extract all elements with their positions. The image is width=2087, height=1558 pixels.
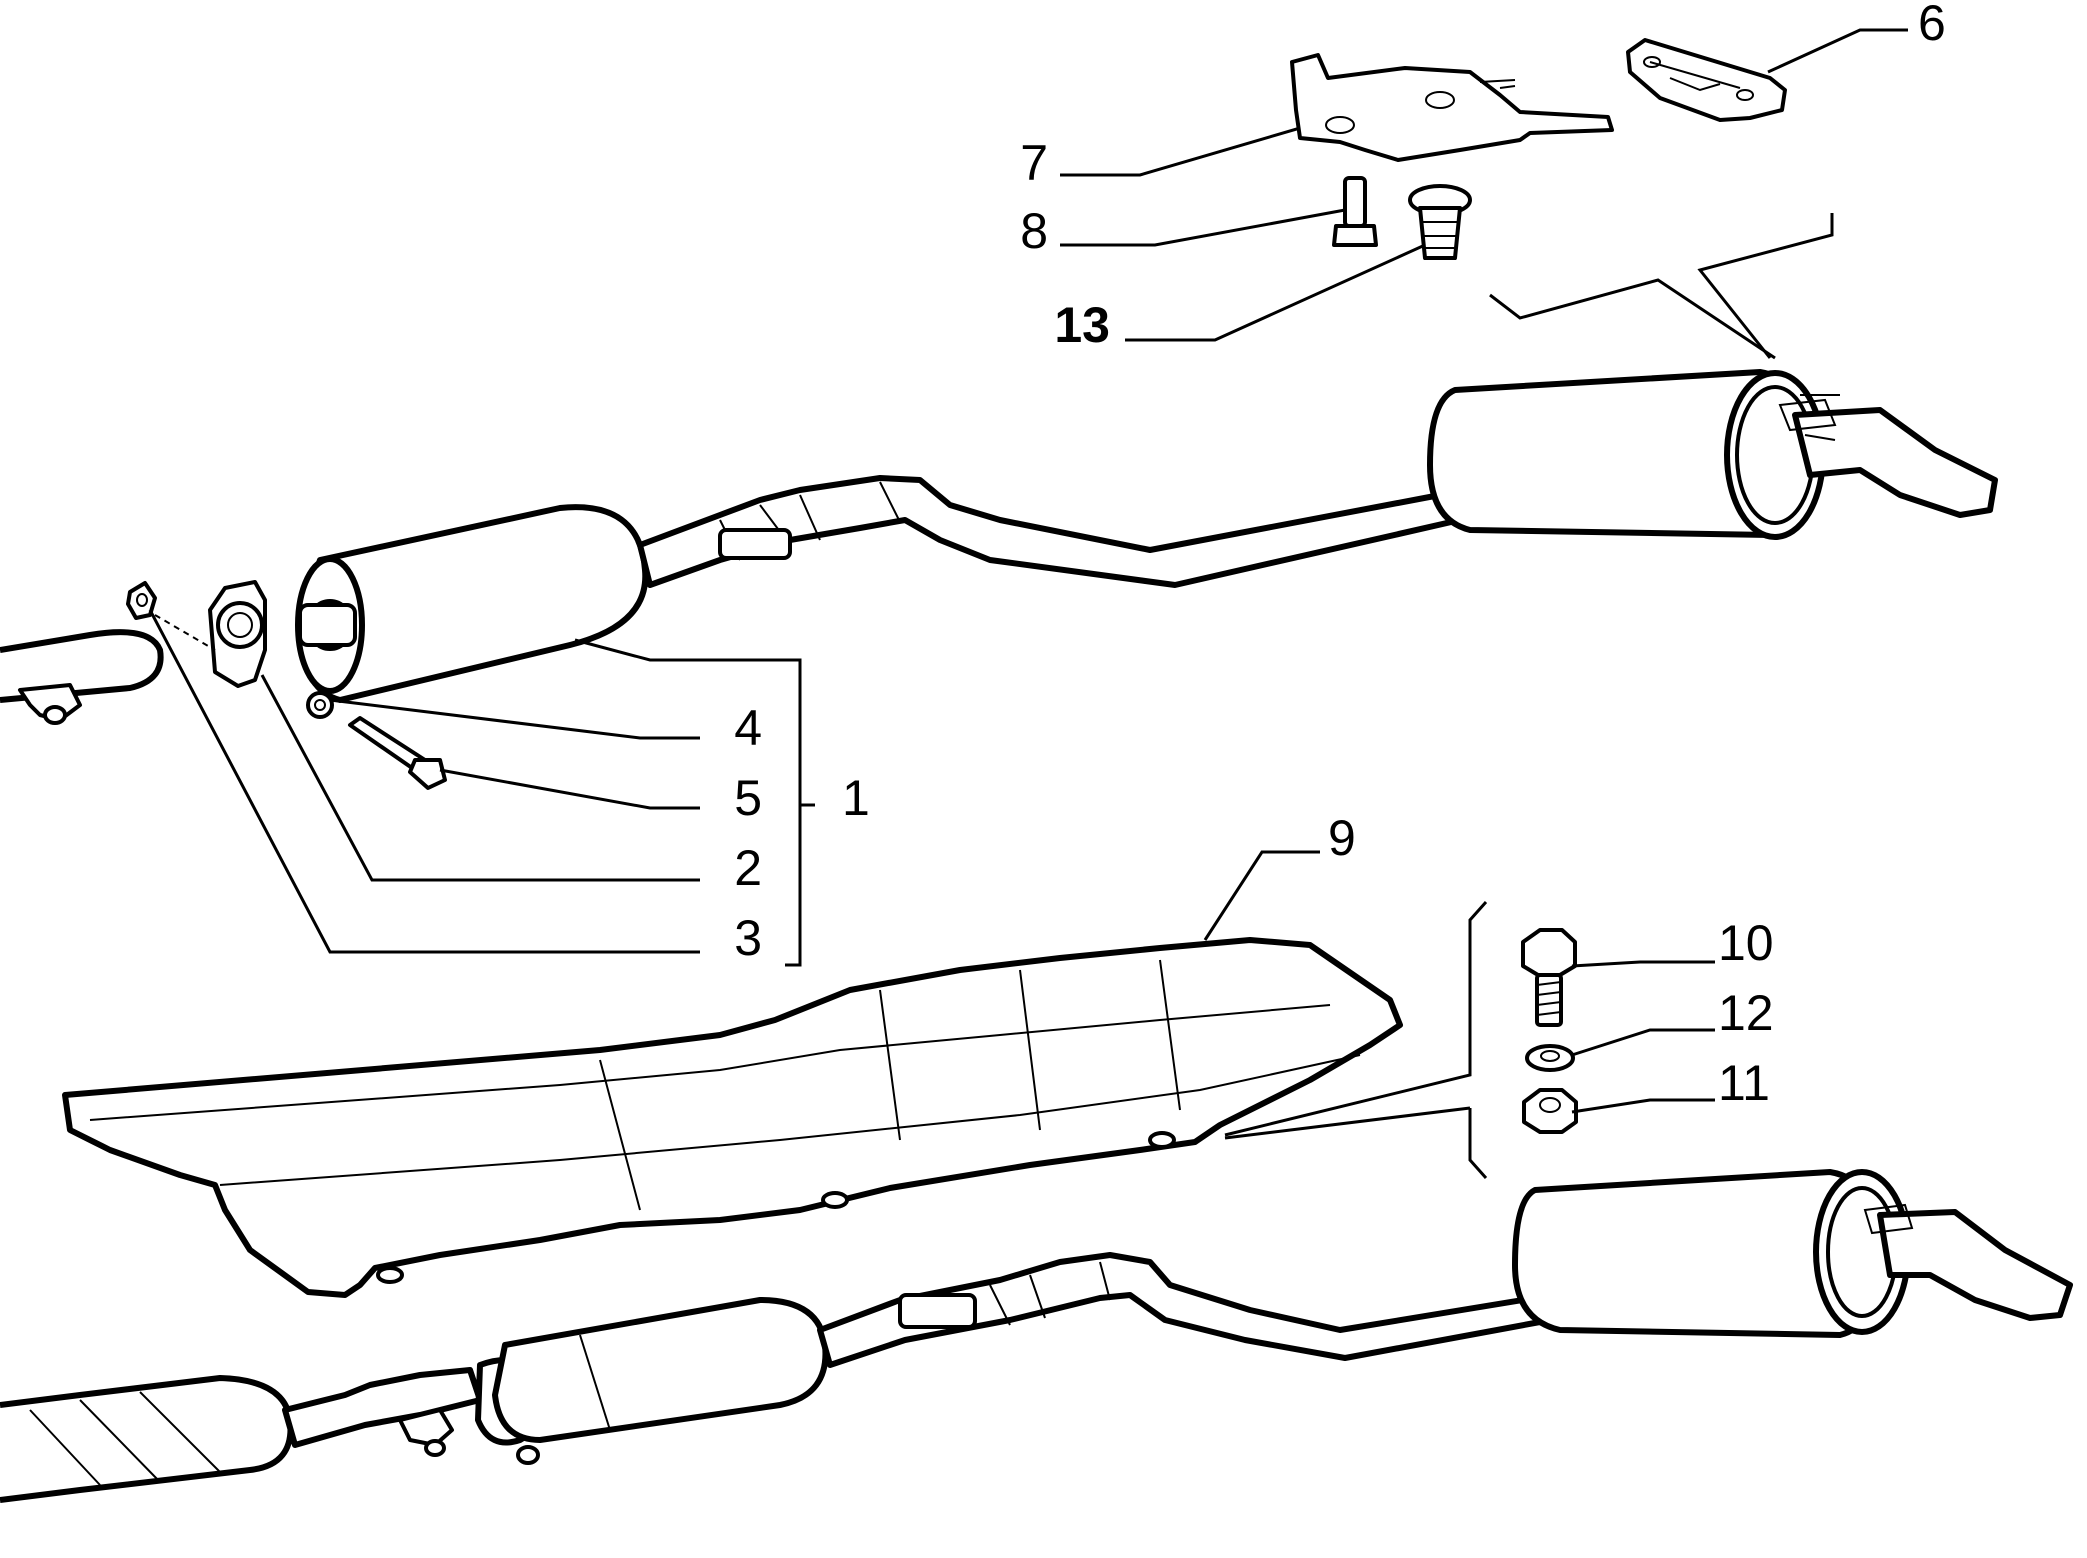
rubber-mount-part-6 (1626, 38, 1787, 122)
flange-gasket-part-2 (208, 580, 267, 688)
upstream-pipe-stub (0, 629, 164, 725)
lower-exhaust-assembly (0, 1169, 2073, 1503)
callout-7: 7 (1020, 135, 1048, 191)
callout-12: 12 (1718, 985, 1774, 1041)
callout-9: 9 (1328, 810, 1356, 866)
callout-10: 10 (1718, 915, 1774, 971)
nut-part-3 (126, 581, 157, 620)
bolt-part-8 (1332, 176, 1378, 247)
leader-lines (148, 28, 1908, 1179)
callout-13: 13 (1054, 297, 1110, 353)
nut-part-11 (1522, 1088, 1578, 1134)
callout-8: 8 (1020, 203, 1048, 259)
bolt-part-10 (1521, 928, 1577, 1027)
callout-4: 4 (734, 700, 762, 756)
callout-3: 3 (734, 910, 762, 966)
plug-part-13 (1408, 184, 1472, 260)
callout-11: 11 (1718, 1055, 1770, 1111)
bolt-part-5 (348, 716, 447, 790)
heat-shield-part-9 (62, 937, 1403, 1298)
bracket-part-7 (1290, 53, 1614, 162)
callout-1: 1 (842, 770, 870, 826)
washer-part-4 (306, 691, 334, 719)
upper-exhaust-assembly (295, 369, 1998, 703)
callout-5: 5 (734, 770, 762, 826)
washer-part-12 (1525, 1044, 1575, 1072)
callout-2: 2 (734, 840, 762, 896)
callout-6: 6 (1918, 0, 1946, 51)
